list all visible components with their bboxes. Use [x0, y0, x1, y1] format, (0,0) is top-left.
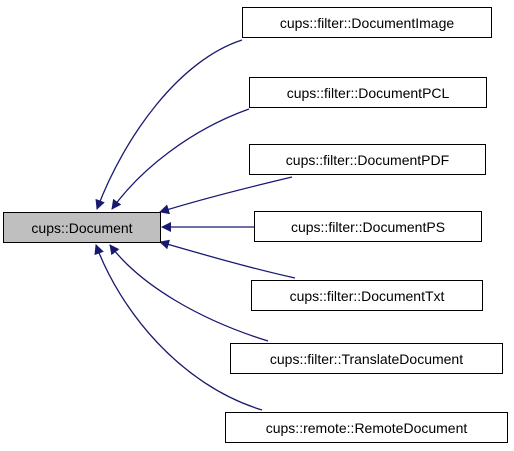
edge-documentpcl	[111, 108, 250, 210]
derived-class-node-documentpdf[interactable]: cups::filter::DocumentPDF	[249, 144, 486, 175]
edge-documentpdf	[159, 176, 293, 215]
derived-class-node-documentps[interactable]: cups::filter::DocumentPS	[254, 211, 482, 242]
edge-remotedocument	[94, 244, 263, 411]
derived-class-node-remotedocument[interactable]: cups::remote::RemoteDocument	[225, 412, 508, 443]
derived-class-node-documentimage[interactable]: cups::filter::DocumentImage	[242, 7, 492, 38]
edge-documentimage	[95, 39, 243, 210]
edge-translatedocument	[109, 244, 269, 342]
derived-class-node-documentpcl[interactable]: cups::filter::DocumentPCL	[249, 77, 487, 108]
base-class-node: cups::Document	[3, 212, 161, 243]
derived-class-node-documenttxt[interactable]: cups::filter::DocumentTxt	[251, 280, 483, 311]
derived-class-node-translatedocument[interactable]: cups::filter::TranslateDocument	[230, 343, 503, 374]
edge-documenttxt	[159, 239, 296, 279]
